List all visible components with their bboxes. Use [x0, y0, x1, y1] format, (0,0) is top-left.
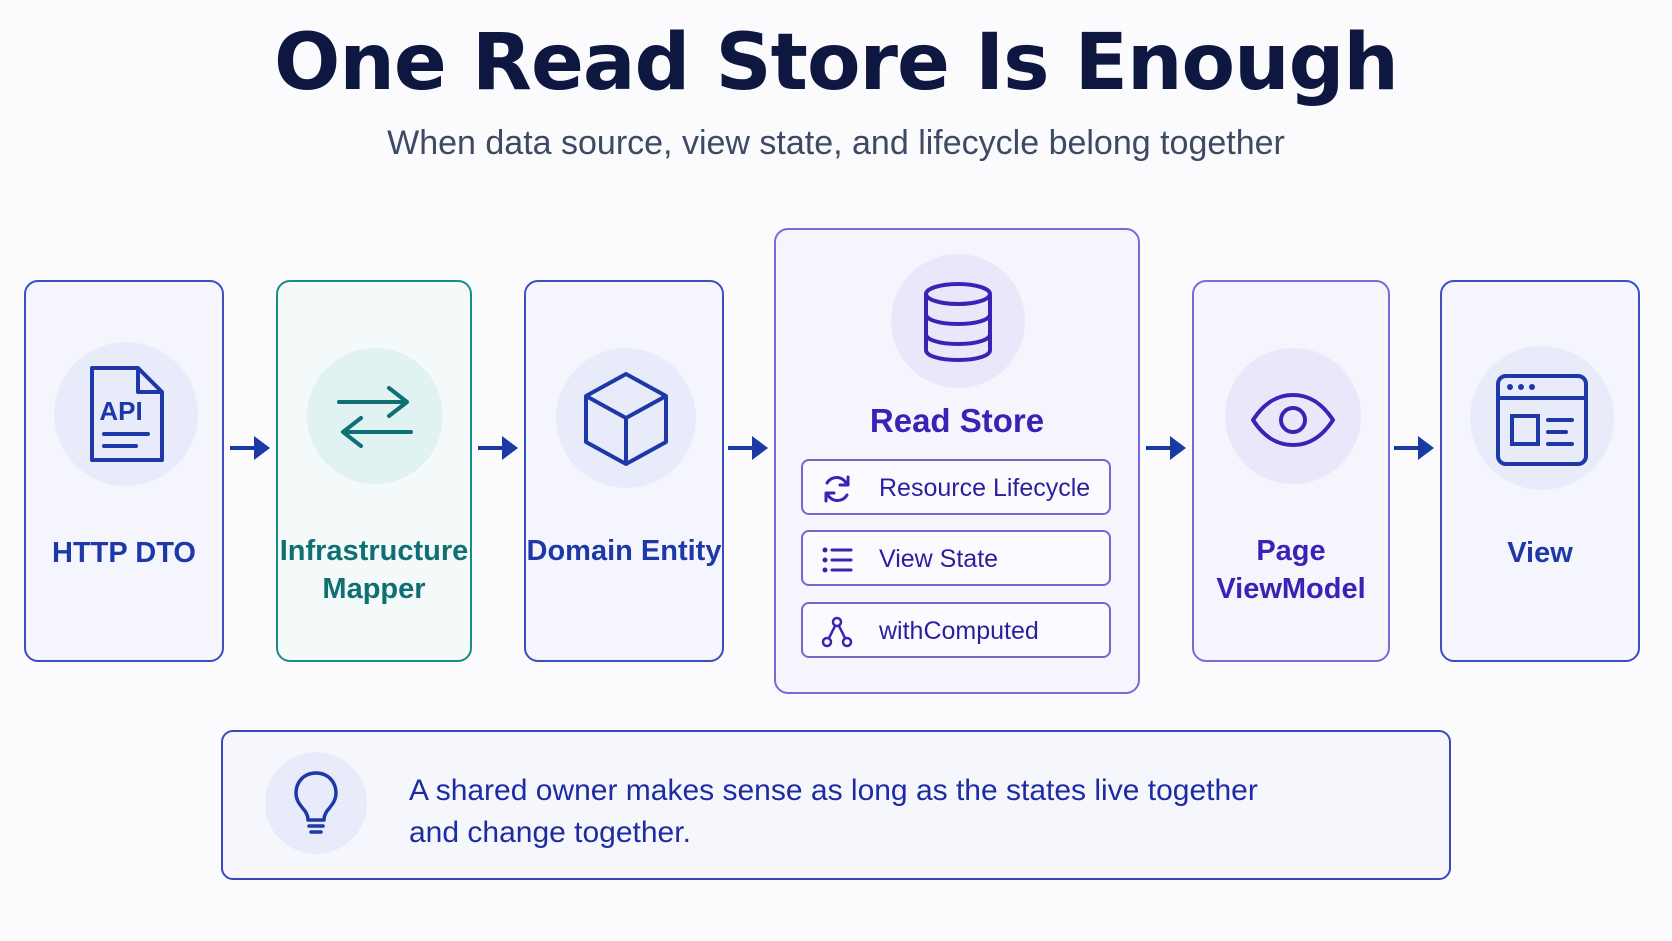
step-label: HTTP DTO [52, 537, 196, 569]
page-title: One Read Store Is Enough [274, 18, 1399, 108]
icon-backdrop [891, 254, 1025, 388]
read-store-item-view-state: View State [801, 530, 1111, 586]
note-line-1: A shared owner makes sense as long as th… [409, 774, 1258, 807]
arrow-right-icon [1146, 436, 1186, 460]
step-label: View [1507, 537, 1573, 569]
read-store-item-with-computed: withComputed [801, 602, 1111, 658]
step-card-http-dto: API HTTP DTO [24, 280, 224, 662]
read-store-item-label: View State [879, 545, 999, 573]
step-label-line-2: Mapper [322, 573, 426, 605]
read-store-item-label: withComputed [879, 617, 1039, 645]
note-line-2: and change together. [409, 816, 691, 849]
step-card-view: View [1440, 280, 1640, 662]
graph-nodes-icon [821, 616, 853, 648]
step-label-line-1: Page [1256, 535, 1326, 567]
swap-arrows-icon [337, 386, 413, 448]
database-icon [924, 282, 992, 363]
step-card-infrastructure-mapper: Infrastructure Mapper [276, 280, 472, 662]
arrow-right-icon [230, 436, 270, 460]
lightbulb-icon [294, 771, 338, 834]
step-card-domain-entity: Domain Entity [524, 280, 724, 662]
api-icon-text: API [99, 396, 143, 426]
icon-backdrop [307, 348, 443, 484]
step-label-line-1: Infrastructure [279, 535, 469, 567]
step-label-line-2: ViewModel [1216, 573, 1366, 605]
arrow-right-icon [478, 436, 518, 460]
list-icon [822, 547, 853, 573]
page-subtitle: When data source, view state, and lifecy… [387, 124, 1285, 162]
read-store-title: Read Store [869, 402, 1045, 439]
read-store-item-label: Resource Lifecycle [879, 474, 1091, 502]
read-store-item-resource-lifecycle: Resource Lifecycle [801, 459, 1111, 515]
cube-icon [584, 372, 668, 466]
icon-backdrop [265, 752, 367, 854]
refresh-icon [824, 475, 850, 503]
arrow-right-icon [1394, 436, 1434, 460]
step-label: Domain Entity [526, 535, 722, 567]
browser-window-icon [1496, 374, 1588, 466]
arrow-right-icon [728, 436, 768, 460]
insight-note: A shared owner makes sense as long as th… [221, 730, 1451, 880]
api-document-icon [90, 366, 164, 462]
eye-icon [1251, 393, 1335, 447]
step-card-page-viewmodel: Page ViewModel [1192, 280, 1390, 662]
note-text: A shared owner makes sense as long as th… [409, 770, 1309, 854]
icon-backdrop [1225, 348, 1361, 484]
